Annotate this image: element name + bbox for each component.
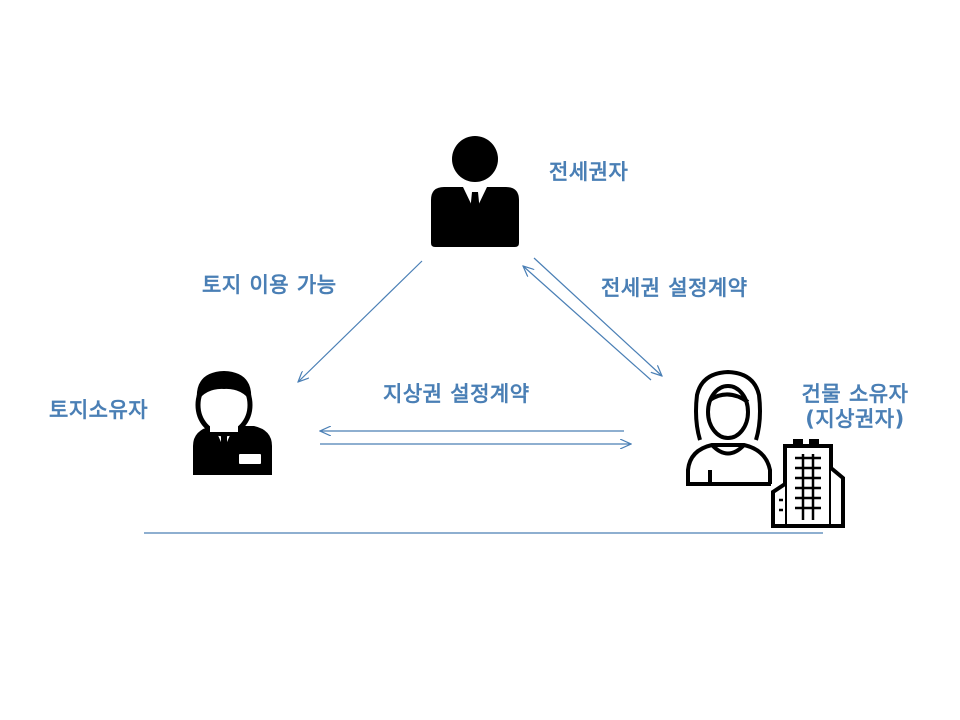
jeonse-holder-label: 전세권자 <box>549 160 629 184</box>
jeonse-contract-label: 전세권 설정계약 <box>601 276 748 300</box>
building-owner-title: 건물 소유자 <box>801 382 909 406</box>
building-owner-label: 건물 소유자 (지상권자) <box>790 382 920 432</box>
jeonse-arrow-to-jeonse-holder <box>523 266 652 381</box>
land-owner-icon <box>193 371 272 475</box>
jeonse-arrow-to-building-owner <box>533 257 662 376</box>
land-use-arrow <box>298 260 423 382</box>
woman-icon <box>686 369 772 486</box>
land-use-label: 토지 이용 가능 <box>202 273 337 297</box>
building-owner-role: (지상권자) <box>805 407 905 432</box>
superficies-contract-label: 지상권 설정계약 <box>383 382 530 406</box>
land-owner-label: 토지소유자 <box>49 398 149 422</box>
businessman-icon <box>431 136 519 247</box>
building-icon <box>771 439 845 528</box>
